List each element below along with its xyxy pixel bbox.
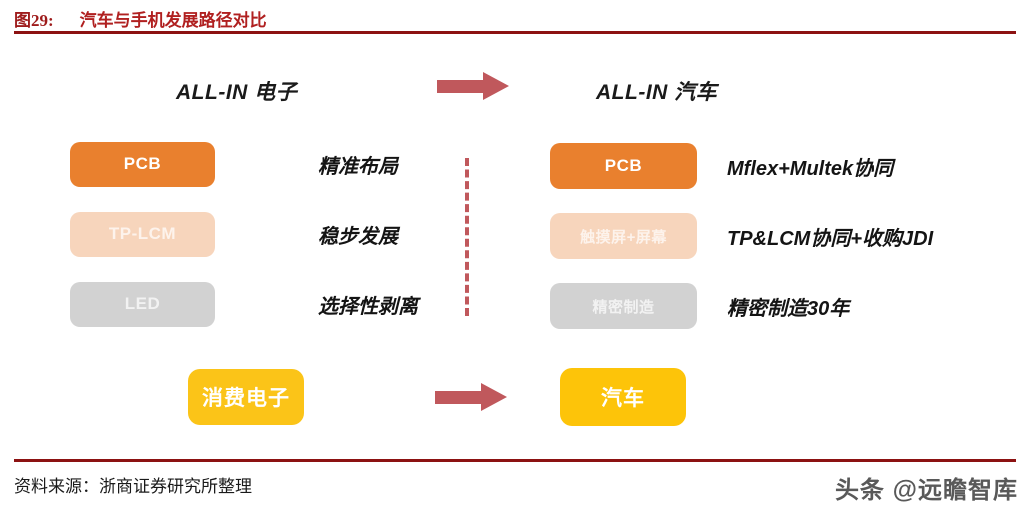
page-title: 汽车与手机发展路径对比 (79, 11, 267, 30)
figure-header: 图29: 汽车与手机发展路径对比 (14, 6, 267, 31)
right-row-label-0: Mflex+Multek协同 (727, 157, 894, 180)
right-row-label-1: TP&LCM协同+收购JDI (727, 227, 934, 250)
left-row-label-0: 精准布局 (318, 155, 398, 178)
right-row-label-2: 精密制造30年 (727, 297, 850, 320)
header-divider-rule (14, 31, 1016, 34)
chip-left-2: LED (70, 281, 215, 327)
left-row-label-1: 稳步发展 (318, 225, 398, 248)
chip-left-0: PCB (70, 141, 215, 187)
watermark-at-symbol: @ (892, 476, 918, 504)
bottom-box-automotive: 汽车 (560, 368, 686, 426)
arrow-head (483, 72, 509, 100)
right-column-heading: ALL-IN 汽车 (596, 81, 718, 104)
vertical-dashed-divider (465, 158, 469, 316)
right-row-touch-screen: 触摸屏+屏幕 TP&LCM协同+收购JDI (550, 213, 934, 259)
arrow-shaft (437, 80, 485, 93)
footer-divider-rule (14, 459, 1016, 462)
left-row-tplcm: TP-LCM 稳步发展 (70, 211, 398, 257)
left-column-heading: ALL-IN 电子 (176, 81, 298, 104)
chip-right-2: 精密制造 (550, 283, 697, 329)
watermark-name: 远瞻智库 (918, 477, 1018, 504)
right-row-pcb: PCB Mflex+Multek协同 (550, 143, 894, 189)
figure-number: 图29: (14, 11, 54, 30)
bottom-box-consumer-electronics: 消费电子 (188, 369, 304, 425)
source-note: 资料来源：浙商证券研究所整理 (14, 477, 252, 496)
chip-left-1: TP-LCM (70, 211, 215, 257)
arrow-shaft (435, 391, 483, 404)
arrow-right-icon-bottom (435, 383, 507, 411)
left-row-pcb: PCB 精准布局 (70, 141, 398, 187)
watermark: 头条 @远瞻智库 (835, 470, 1018, 505)
arrow-head (481, 383, 507, 411)
left-row-label-2: 选择性剥离 (318, 295, 418, 318)
chip-right-1: 触摸屏+屏幕 (550, 213, 697, 259)
left-row-led: LED 选择性剥离 (70, 281, 418, 327)
watermark-prefix: 头条 (834, 477, 885, 504)
chip-right-0: PCB (550, 143, 697, 189)
right-row-precision-manufacturing: 精密制造 精密制造30年 (550, 283, 850, 329)
arrow-right-icon-top (437, 72, 509, 100)
